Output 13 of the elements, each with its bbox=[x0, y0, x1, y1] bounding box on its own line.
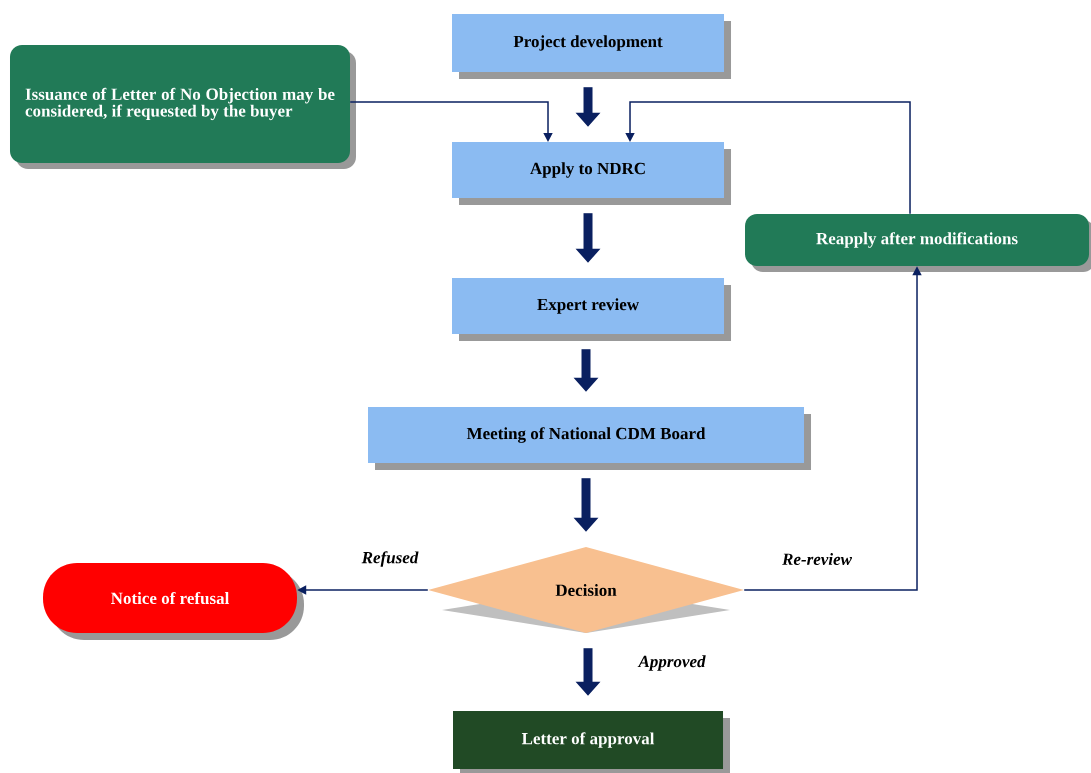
arrow bbox=[625, 101, 911, 215]
arrow bbox=[349, 101, 553, 142]
process-box: Project development bbox=[452, 14, 731, 79]
process-box: Meeting of National CDM Board bbox=[368, 407, 811, 470]
note-box: Reapply after modifications bbox=[745, 214, 1091, 272]
process-box: Apply to NDRC bbox=[452, 142, 731, 205]
document-box: Letter of approval bbox=[453, 711, 730, 773]
process-box: Expert review bbox=[452, 278, 731, 341]
edge-label: Approved bbox=[637, 654, 707, 672]
terminal-box: Notice of refusal bbox=[43, 563, 304, 640]
note-box: Issuance of Letter of No Objection may be considered, if requested by the buyer bbox=[10, 45, 356, 169]
edge-label: Re-review bbox=[781, 552, 853, 566]
edge-label: Refused bbox=[360, 550, 420, 568]
